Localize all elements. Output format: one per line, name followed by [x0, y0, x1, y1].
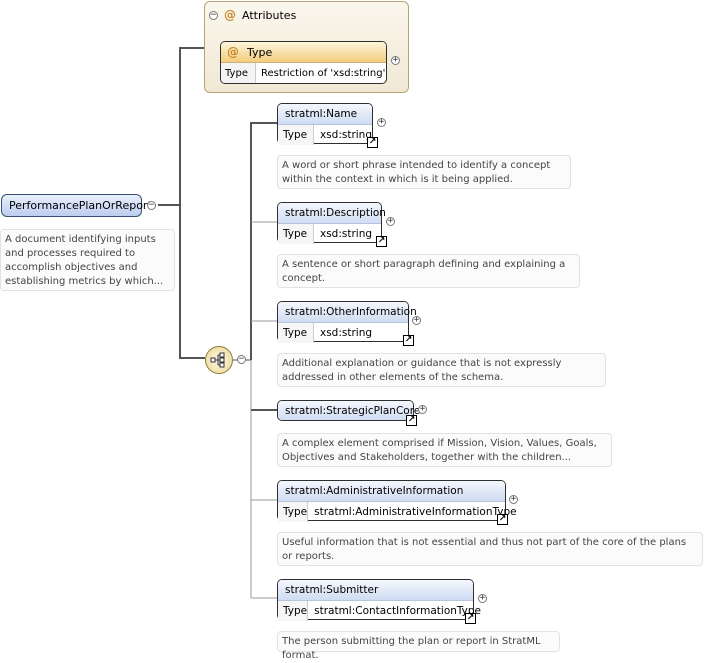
type-value: stratml:AdministrativeInformationType	[314, 506, 517, 518]
doc-text: Additional explanation or guidance that …	[282, 358, 562, 383]
type-link-arrow-icon[interactable]: ↗	[497, 514, 508, 525]
expand-element-icon[interactable]: +	[377, 117, 386, 127]
doc-text: Useful information that is not essential…	[282, 537, 687, 562]
element-stratml-submitter[interactable]: stratml:Submitter Type stratml:ContactInf…	[277, 579, 481, 624]
type-key: Type	[278, 502, 309, 522]
element-name-label: stratml:AdministrativeInformation	[285, 485, 464, 497]
type-value: xsd:string	[319, 129, 372, 141]
attribute-at-icon: @	[227, 45, 239, 59]
attribute-type-value: Restriction of 'xsd:string'	[261, 68, 386, 79]
element-documentation: A sentence or short paragraph defining a…	[277, 254, 580, 288]
element-name-label: stratml:OtherInformation	[285, 306, 417, 318]
element-documentation: Useful information that is not essential…	[277, 532, 703, 566]
type-link-arrow-icon[interactable]: ↗	[376, 236, 387, 247]
element-documentation: Additional explanation or guidance that …	[277, 353, 606, 387]
root-element-performance-plan-or-report[interactable]: PerformancePlanOrReport	[1, 194, 152, 217]
attributes-title: Attributes	[242, 8, 297, 22]
expand-element-icon[interactable]: +	[386, 216, 395, 226]
expand-attribute-icon[interactable]: +	[391, 55, 400, 65]
attributes-group: − @ Attributes @ Type Type Restriction o…	[204, 1, 409, 93]
attribute-at-icon: @	[224, 8, 236, 22]
doc-text: A sentence or short paragraph defining a…	[282, 259, 566, 284]
doc-text: A word or short phrase intended to ident…	[282, 160, 551, 185]
element-name-label: stratml:Description	[285, 207, 386, 219]
expand-element-icon[interactable]: +	[509, 494, 518, 504]
root-doc-text: A document identifying inputs and proces…	[5, 234, 164, 287]
root-documentation: A document identifying inputs and proces…	[0, 229, 175, 291]
element-documentation: A word or short phrase intended to ident…	[277, 155, 571, 189]
element-name-label: stratml:Name	[285, 108, 358, 120]
element-documentation: A complex element comprised if Mission, …	[277, 433, 612, 467]
attribute-type[interactable]: @ Type Type Restriction of 'xsd:string'	[220, 41, 387, 84]
type-key: Type	[278, 601, 309, 621]
element-stratml-name[interactable]: stratml:Name Type xsd:string ↗	[277, 103, 378, 148]
doc-text: The person submitting the plan or report…	[282, 636, 541, 661]
type-key: Type	[278, 224, 314, 244]
attribute-name: Type	[247, 45, 273, 59]
type-value: stratml:ContactInformationType	[314, 605, 482, 617]
element-name-label: stratml:StrategicPlanCore	[285, 404, 421, 417]
type-link-arrow-icon[interactable]: ↗	[465, 613, 476, 624]
collapse-root-icon[interactable]: −	[147, 200, 156, 210]
type-link-arrow-icon[interactable]: ↗	[367, 137, 378, 148]
expand-element-icon[interactable]: +	[478, 593, 487, 603]
doc-text: A complex element comprised if Mission, …	[282, 438, 597, 463]
collapse-attributes-icon[interactable]: −	[209, 9, 218, 20]
element-name-label: stratml:Submitter	[285, 584, 379, 596]
type-value: xsd:string	[320, 327, 373, 339]
sequence-compositor-icon[interactable]	[205, 346, 233, 374]
type-link-arrow-icon[interactable]: ↗	[406, 415, 417, 426]
element-documentation: The person submitting the plan or report…	[277, 631, 560, 661]
expand-element-icon[interactable]: +	[418, 404, 427, 414]
type-key: Type	[278, 323, 314, 343]
type-key: Type	[278, 125, 314, 145]
collapse-sequence-icon[interactable]: −	[237, 354, 246, 364]
element-stratml-description[interactable]: stratml:Description Type xsd:string ↗	[277, 202, 387, 247]
element-stratml-strategic-plan-core[interactable]: stratml:StrategicPlanCore ↗	[277, 400, 420, 426]
attribute-type-key: Type	[221, 63, 256, 83]
type-value: xsd:string	[320, 228, 373, 240]
type-link-arrow-icon[interactable]: ↗	[403, 335, 414, 346]
expand-element-icon[interactable]: +	[412, 315, 421, 325]
root-element-label: PerformancePlanOrReport	[9, 199, 152, 212]
